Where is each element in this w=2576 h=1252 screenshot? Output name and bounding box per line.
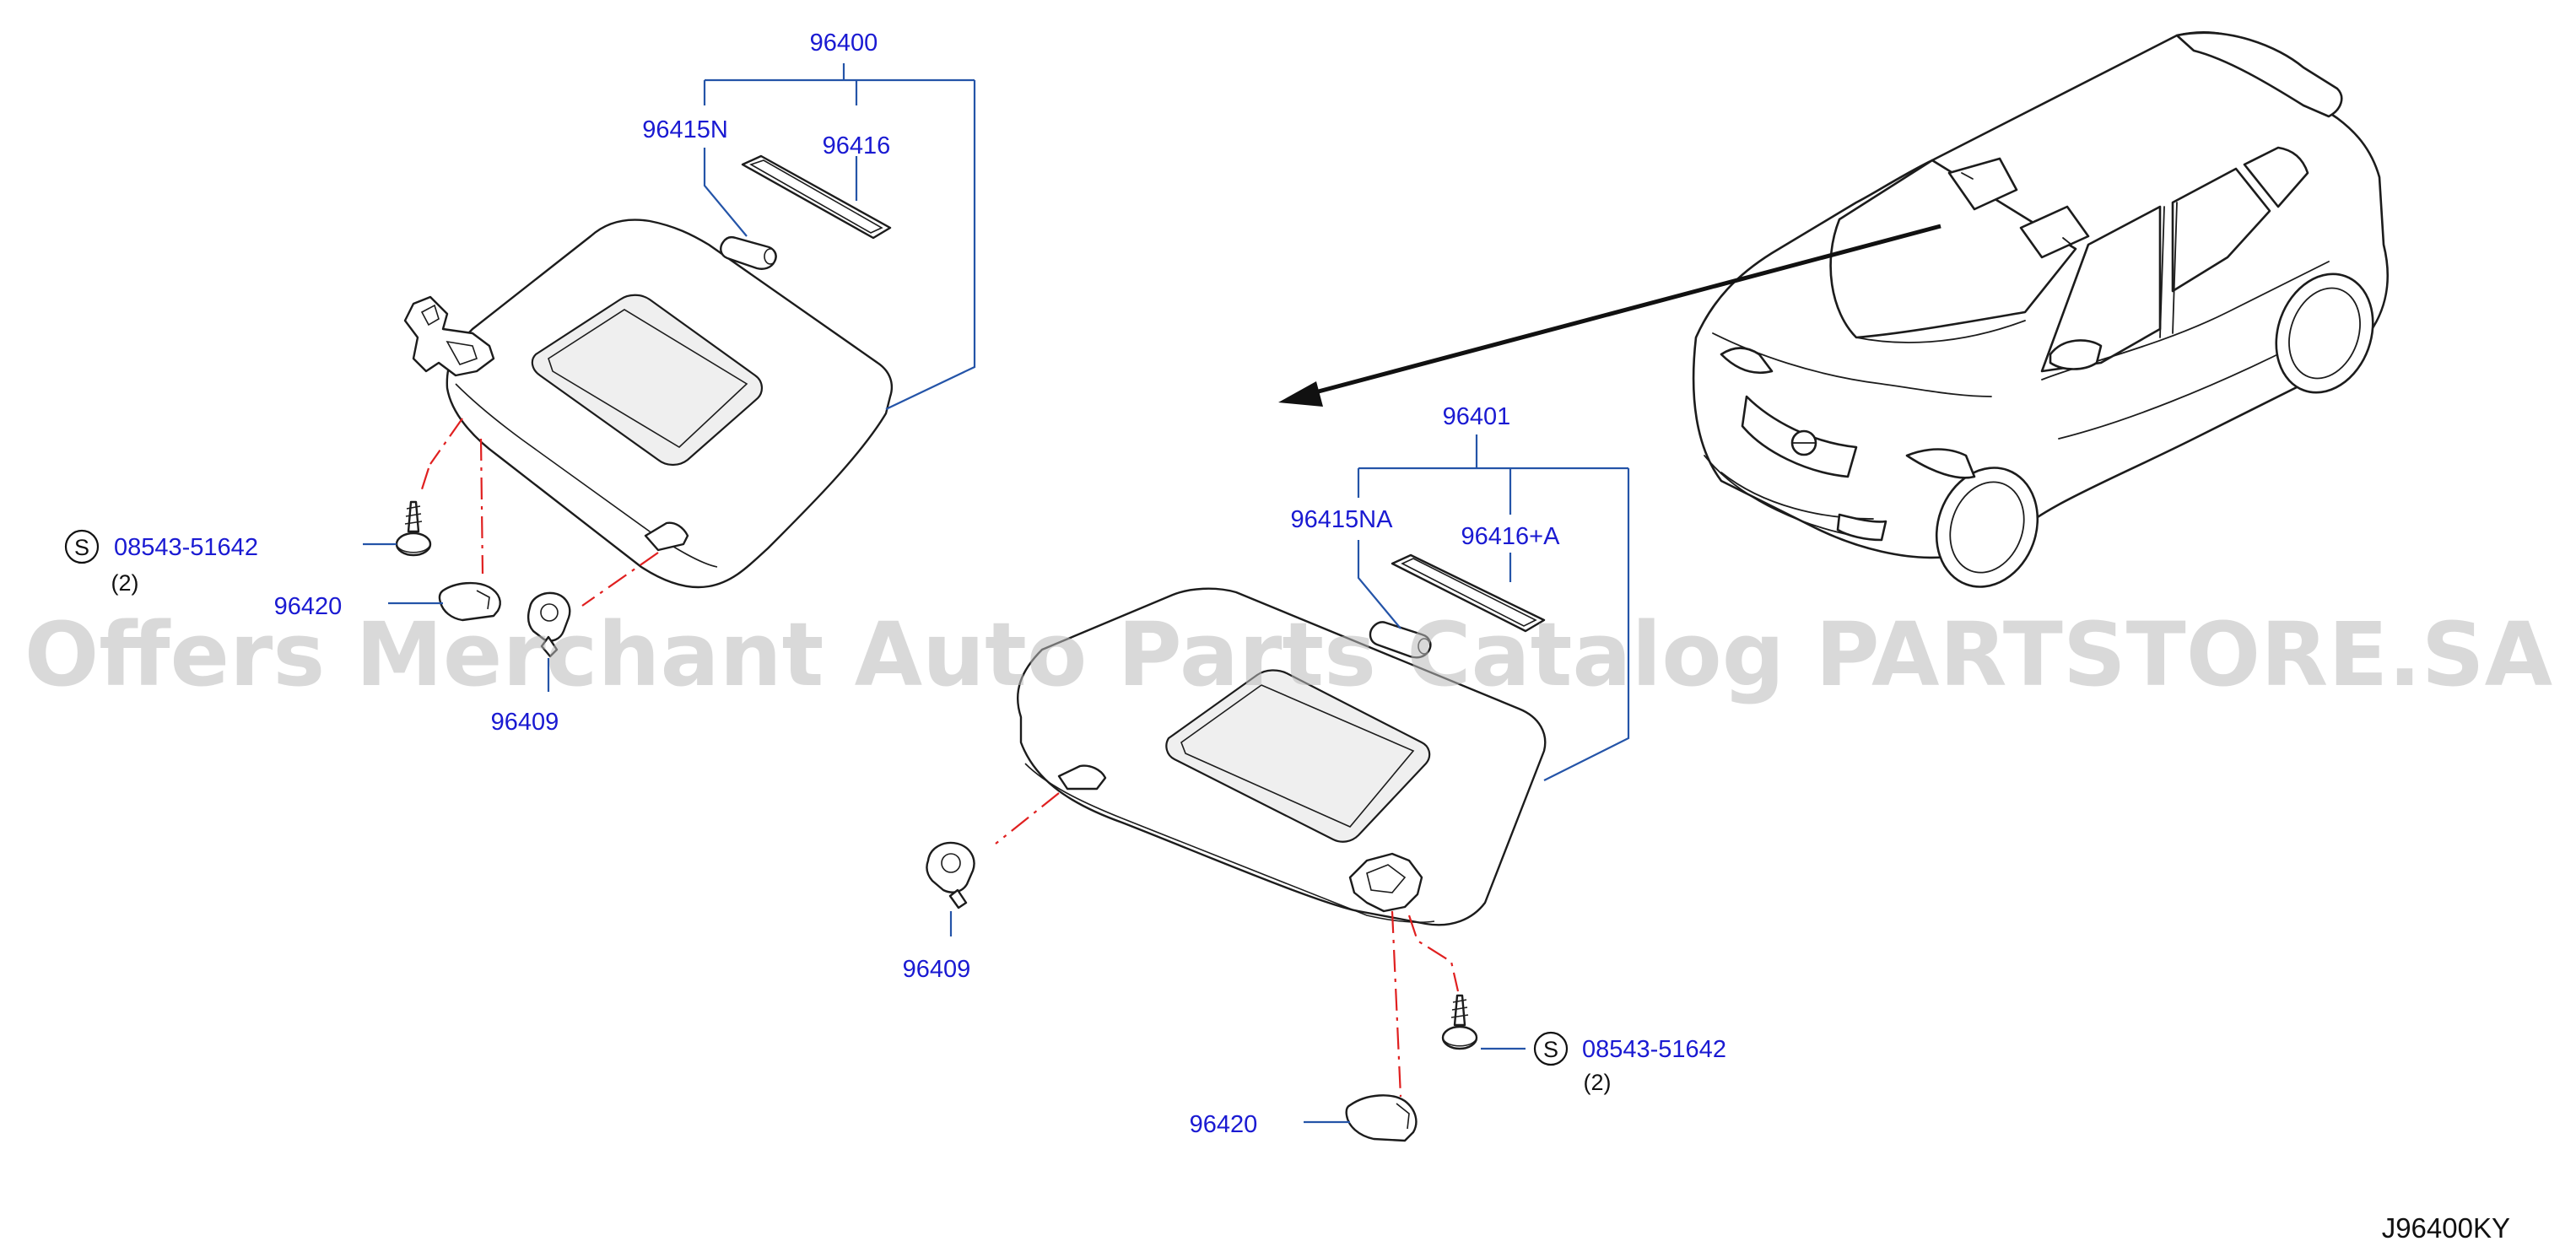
diagram-code: J96400KY [2382, 1212, 2510, 1244]
hook-left [527, 591, 571, 658]
label-visor-right-mirror-lid[interactable]: 96416+A [1461, 523, 1561, 550]
label-screw-left[interactable]: 08543-51642 [114, 534, 258, 561]
visor-right-assembly [995, 587, 1547, 1098]
mirror-lid-right [1391, 553, 1546, 633]
screw-left-symbol [64, 529, 100, 564]
holder-left [720, 235, 777, 270]
vehicle-illustration [1692, 31, 2390, 588]
hook-right [926, 841, 975, 909]
label-screw-right[interactable]: 08543-51642 [1582, 1036, 1726, 1063]
visor-left-assembly [403, 219, 894, 607]
label-visor-left-mirror-lid[interactable]: 96416 [823, 132, 891, 159]
label-visor-right-holder[interactable]: 96415NA [1291, 506, 1394, 533]
label-visor-left-assembly[interactable]: 96400 [810, 30, 878, 57]
cover-right [1345, 1094, 1418, 1142]
label-visor-left-holder[interactable]: 96415N [642, 116, 728, 143]
label-visor-right-assembly[interactable]: 96401 [1443, 403, 1511, 430]
leader-lines [363, 63, 1630, 1124]
label-screw-right-qty: (2) [1584, 1070, 1612, 1095]
label-cover-right[interactable]: 96420 [1190, 1111, 1258, 1138]
screw-right [1441, 994, 1478, 1050]
label-hook-right[interactable]: 96409 [903, 956, 971, 983]
screw-right-symbol [1533, 1031, 1569, 1066]
screw-left [395, 500, 432, 557]
holder-right [1369, 621, 1432, 659]
screw-right-symbol-letter: S [1543, 1037, 1558, 1062]
watermark-text: Offers Merchant Auto Parts Catalog PARTS… [24, 603, 2552, 706]
label-cover-left[interactable]: 96420 [274, 593, 343, 620]
label-screw-left-qty: (2) [111, 570, 139, 596]
location-arrow [1278, 224, 1941, 407]
screw-left-symbol-letter: S [74, 535, 89, 560]
mirror-lid-left [741, 154, 892, 240]
label-hook-left[interactable]: 96409 [491, 709, 559, 736]
cover-left [438, 581, 501, 622]
part-labels: 96400 96415N 96416 S 08543-51642 (2) 964… [64, 30, 1726, 1138]
